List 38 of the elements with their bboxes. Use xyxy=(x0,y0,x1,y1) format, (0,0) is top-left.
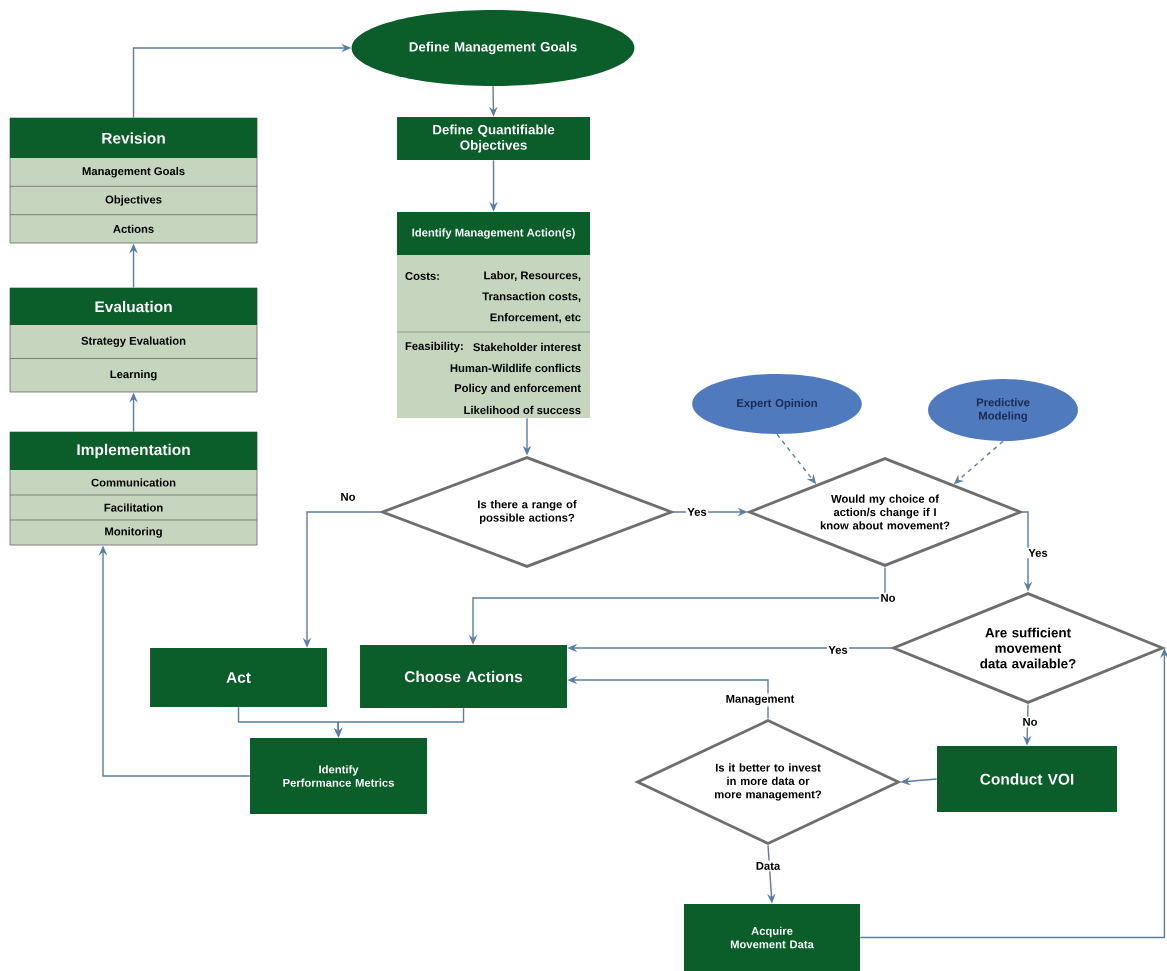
header-bar: Identify Management Action(s) xyxy=(397,212,590,255)
process-box: Act xyxy=(150,648,328,707)
header-bar: Revision xyxy=(10,118,257,158)
ellipse-node: Predictive Modeling xyxy=(928,379,1078,441)
table-row: Actions xyxy=(113,224,154,233)
table-row: Management Goals xyxy=(82,166,185,178)
edge-label: Yes xyxy=(826,644,850,656)
row-label: Feasibility: xyxy=(405,341,463,353)
edge-label: Yes xyxy=(1026,547,1050,559)
edge-label: No xyxy=(339,491,357,503)
process-box: Define Quantifiable Objectives xyxy=(397,117,590,160)
ellipse-node: Expert Opinion xyxy=(692,374,862,434)
row-text: Labor, Resources, xyxy=(484,271,581,281)
edge-label: Management xyxy=(724,693,796,707)
row-text: Likelihood of success xyxy=(464,405,581,415)
row-text: Stakeholder interest xyxy=(473,342,581,352)
row-label: Costs: xyxy=(405,272,439,280)
header-bar: Implementation xyxy=(10,432,257,470)
edge-label: No xyxy=(879,592,897,604)
edge-label: Yes xyxy=(685,506,709,518)
ellipse-node: Define Management Goals xyxy=(351,10,635,86)
table-row: Monitoring xyxy=(105,527,162,538)
edge-label: No xyxy=(1021,716,1039,728)
table-row: Learning xyxy=(110,369,157,381)
process-box: Conduct VOI xyxy=(937,746,1117,812)
row-text: Enforcement, etc xyxy=(490,313,581,323)
process-box: Identify Performance Metrics xyxy=(250,738,428,814)
table-row: Facilitation xyxy=(104,503,163,512)
header-bar: Evaluation xyxy=(10,288,257,325)
process-box: Acquire Movement Data xyxy=(684,904,860,971)
row-text: Human-Wildlife conflicts xyxy=(450,363,581,373)
table-row: Strategy Evaluation xyxy=(81,336,186,347)
row-text: Transaction costs, xyxy=(482,292,581,302)
process-box: Choose Actions xyxy=(360,645,568,708)
table-row: Communication xyxy=(91,478,176,487)
table-row: Objectives xyxy=(105,195,162,206)
edge-label: Data xyxy=(754,860,782,872)
row-text: Policy and enforcement xyxy=(454,383,581,395)
